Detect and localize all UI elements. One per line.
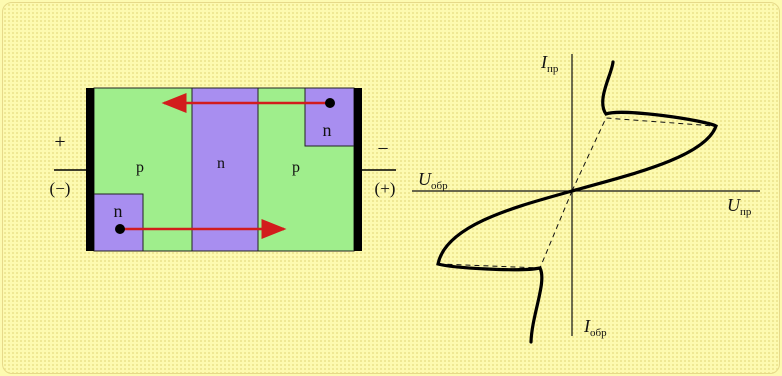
x-left-label: Uобр xyxy=(418,169,448,192)
electrode-left xyxy=(86,88,94,251)
right-terminal-sign: − xyxy=(377,138,388,160)
left-terminal-alt-sign: (−) xyxy=(50,179,71,198)
dashed-line-lower xyxy=(439,190,573,269)
iv-curve-forward xyxy=(570,60,718,193)
region-label-p-right: p xyxy=(292,159,300,176)
left-terminal-sign: + xyxy=(54,131,65,153)
emitter-n-bottom-left xyxy=(93,193,144,252)
y-bottom-label: Iобр xyxy=(583,316,607,339)
region-n-middle xyxy=(191,87,259,252)
device-structure: p n p n n + (−) − (+) xyxy=(50,87,396,252)
carrier-dot-bottom xyxy=(115,224,125,234)
iv-characteristic: Iпр Iобр Uпр Uобр xyxy=(412,52,760,344)
right-terminal-alt-sign: (+) xyxy=(375,179,396,198)
y-top-label: Iпр xyxy=(540,52,559,75)
region-label-p-left: p xyxy=(136,159,144,176)
iv-curve-reverse xyxy=(436,189,574,344)
region-label-n-middle: n xyxy=(217,155,225,172)
carrier-dot-top xyxy=(325,98,335,108)
emitter-label-bottom-left: n xyxy=(114,201,123,221)
x-right-label: Uпр xyxy=(727,195,752,218)
emitter-label-top-right: n xyxy=(323,120,332,140)
electrode-right xyxy=(354,88,362,251)
dashed-line-upper xyxy=(571,117,715,192)
